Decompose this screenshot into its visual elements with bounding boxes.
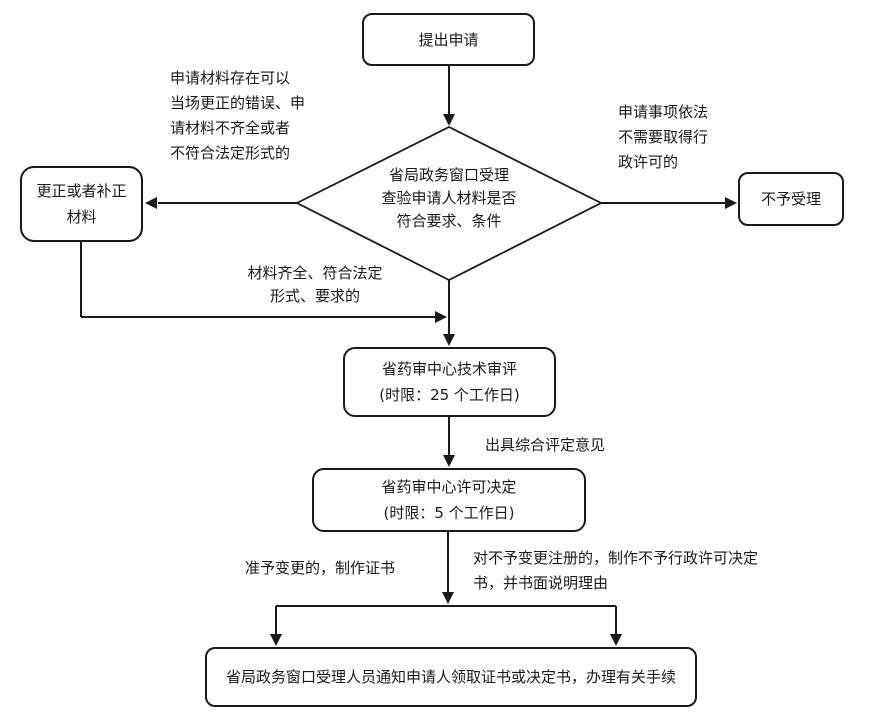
node-start: 提出申请 xyxy=(362,13,535,66)
arrow-review-to-permit xyxy=(443,417,455,467)
arrow-branch-left-to-notify xyxy=(270,606,282,646)
decision-line: 符合要求、条件 xyxy=(396,212,502,230)
node-notify-label: 省局政务窗口受理人员通知申请人领取证书或决定书，办理有关手续 xyxy=(225,668,676,686)
arrow-correct-to-merge xyxy=(80,242,447,323)
label-line: 不符合法定形式的 xyxy=(170,144,291,162)
label-line: 出具综合评定意见 xyxy=(485,436,606,454)
review-line: 省药审中心技术审评 xyxy=(381,360,517,378)
node-correct-materials: 更正或者补正 材料 xyxy=(20,166,143,242)
label-line: 政许可的 xyxy=(618,153,679,171)
label-line: 对不予变更注册的，制作不予行政许可决定 xyxy=(473,549,759,567)
label-line: 材料齐全、符合法定 xyxy=(247,264,383,282)
label-line: 书，并书面说明理由 xyxy=(473,574,609,592)
arrow-decision-to-review xyxy=(443,280,455,346)
arrow-decision-to-reject xyxy=(601,197,737,209)
node-reject-label: 不予受理 xyxy=(760,190,821,208)
label-review-opinion: 出具综合评定意见 xyxy=(485,433,605,458)
node-decision-text: 省局政务窗口受理 查验申请人材料是否 符合要求、条件 xyxy=(349,164,549,233)
label-denied: 对不予变更注册的，制作不予行政许可决定 书，并书面说明理由 xyxy=(473,546,758,596)
decision-line: 省局政务窗口受理 xyxy=(388,166,509,184)
permit-line: 省药审中心许可决定 xyxy=(381,478,517,496)
arrow-decision-to-correct xyxy=(145,197,297,209)
decision-line: 查验申请人材料是否 xyxy=(381,189,517,207)
correct-line: 更正或者补正 xyxy=(36,182,127,200)
label-no-permit-needed: 申请事项依法 不需要取得行 政许可的 xyxy=(618,100,708,175)
correct-line: 材料 xyxy=(66,208,97,226)
arrow-start-to-decision xyxy=(443,66,455,126)
label-line: 不需要取得行 xyxy=(618,128,709,146)
label-line: 准予变更的，制作证书 xyxy=(245,559,396,577)
label-line: 形式、要求的 xyxy=(269,287,360,305)
node-technical-review: 省药审中心技术审评 (时限：25 个工作日) xyxy=(343,347,556,417)
permit-line: (时限：5 个工作日) xyxy=(383,504,515,522)
label-correctable-condition: 申请材料存在可以 当场更正的错误、申 请材料不齐全或者 不符合法定形式的 xyxy=(170,66,305,166)
node-permit-decision: 省药审中心许可决定 (时限：5 个工作日) xyxy=(312,468,586,532)
arrow-branch-right-to-notify xyxy=(610,606,622,646)
review-line: (时限：25 个工作日) xyxy=(379,386,520,404)
node-reject: 不予受理 xyxy=(738,172,844,226)
label-qualified-condition: 材料齐全、符合法定 形式、要求的 xyxy=(230,262,400,308)
arrow-permit-to-branch xyxy=(442,532,454,604)
label-line: 申请事项依法 xyxy=(618,103,709,121)
label-line: 请材料不齐全或者 xyxy=(170,119,291,137)
node-start-label: 提出申请 xyxy=(418,30,479,49)
node-notify: 省局政务窗口受理人员通知申请人领取证书或决定书，办理有关手续 xyxy=(205,647,697,707)
label-line: 当场更正的错误、申 xyxy=(170,94,306,112)
label-approved: 准予变更的，制作证书 xyxy=(245,556,395,581)
label-line: 申请材料存在可以 xyxy=(170,69,291,87)
